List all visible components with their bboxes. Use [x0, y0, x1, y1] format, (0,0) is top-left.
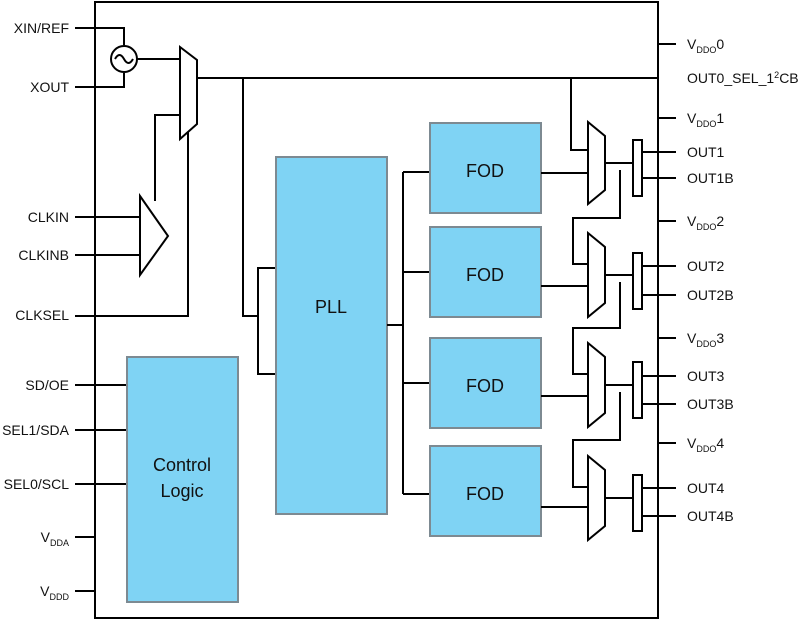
- control-logic-label-1: Control: [153, 455, 211, 475]
- xin-wire: [75, 27, 125, 45]
- input-mux-icon: [179, 44, 198, 142]
- control-logic-box: [126, 356, 239, 603]
- output-driver-4-icon: [632, 474, 643, 532]
- pin-out3b: OUT3B: [687, 396, 734, 412]
- fod-label-3: FOD: [466, 376, 504, 396]
- pin-clkin: CLKIN: [28, 209, 69, 225]
- fod-box-2: [429, 226, 542, 318]
- fod-box-4: [429, 445, 542, 537]
- output-muxes: [570, 78, 633, 543]
- fod-blocks: FOD FOD FOD FOD: [403, 122, 588, 537]
- pin-out1b: OUT1B: [687, 170, 734, 186]
- pin-out4: OUT4: [687, 480, 725, 496]
- pin-vddo3: VDDO3: [687, 330, 724, 349]
- input-section: [75, 27, 658, 375]
- pin-xin-ref: XIN/REF: [14, 20, 69, 36]
- output-driver-1-icon: [632, 139, 643, 197]
- pin-sel0-scl: SEL0/SCL: [4, 476, 70, 492]
- pin-vdda: VDDA: [41, 529, 69, 548]
- cascade-3-4-wire: [572, 392, 621, 488]
- pin-clksel: CLKSEL: [15, 307, 69, 323]
- xout-wire: [75, 73, 125, 88]
- fod-label-4: FOD: [466, 484, 504, 504]
- pin-out3: OUT3: [687, 368, 725, 384]
- output-driver-2-icon: [632, 252, 643, 310]
- output-driver-3-icon: [632, 361, 643, 419]
- output-mux-3-icon: [587, 340, 606, 430]
- right-pins: VDDO0 OUT0_SEL_12CB VDDO1 OUT1 OUT1B VDD…: [687, 36, 799, 524]
- fod-box-1: [429, 122, 542, 214]
- pin-vddo2: VDDO2: [687, 213, 724, 232]
- output-mux-1-icon: [587, 119, 606, 207]
- chip-outline: [94, 1, 659, 619]
- output-mux-4-icon: [587, 453, 606, 543]
- pin-out4b: OUT4B: [687, 508, 734, 524]
- control-logic-label-2: Logic: [160, 481, 203, 501]
- pin-sd-oe: SD/OE: [25, 377, 69, 393]
- pll-block: PLL: [275, 156, 404, 515]
- output-drivers: [632, 43, 676, 532]
- pll-feedback-wire: [257, 267, 276, 375]
- pin-out1: OUT1: [687, 144, 725, 160]
- fod-label-1: FOD: [466, 161, 504, 181]
- cascade-1-2-wire: [572, 170, 621, 265]
- pin-sel1-sda: SEL1/SDA: [2, 422, 70, 438]
- pin-vddd: VDDD: [40, 583, 69, 602]
- pin-out2b: OUT2B: [687, 287, 734, 303]
- pin-clkinb: CLKINB: [18, 247, 69, 263]
- pll-label: PLL: [315, 297, 347, 317]
- fod-label-2: FOD: [466, 265, 504, 285]
- cascade-2-3-wire: [572, 282, 621, 375]
- pll-box: [275, 156, 388, 515]
- output-mux-2-icon: [587, 230, 606, 320]
- pin-out0-sel-i2cb: OUT0_SEL_12CB: [687, 70, 799, 86]
- ref-to-pll-wire: [242, 78, 258, 317]
- differential-buffer-icon: [139, 192, 170, 279]
- pin-xout: XOUT: [30, 79, 69, 95]
- pin-vddo1: VDDO1: [687, 110, 724, 129]
- clksel-wire: [75, 131, 189, 317]
- pin-out2: OUT2: [687, 258, 725, 274]
- buffer-to-mux-wire: [154, 114, 180, 201]
- pin-vddo0: VDDO0: [687, 36, 724, 55]
- crystal-oscillator-icon: [110, 45, 138, 73]
- fod-box-3: [429, 337, 542, 429]
- control-logic-block: Control Logic: [75, 356, 239, 603]
- pin-vddo4: VDDO4: [687, 435, 724, 454]
- ref-to-mux1-wire: [570, 78, 588, 151]
- left-pins: XIN/REF XOUT CLKIN CLKINB CLKSEL SD/OE S…: [2, 20, 95, 602]
